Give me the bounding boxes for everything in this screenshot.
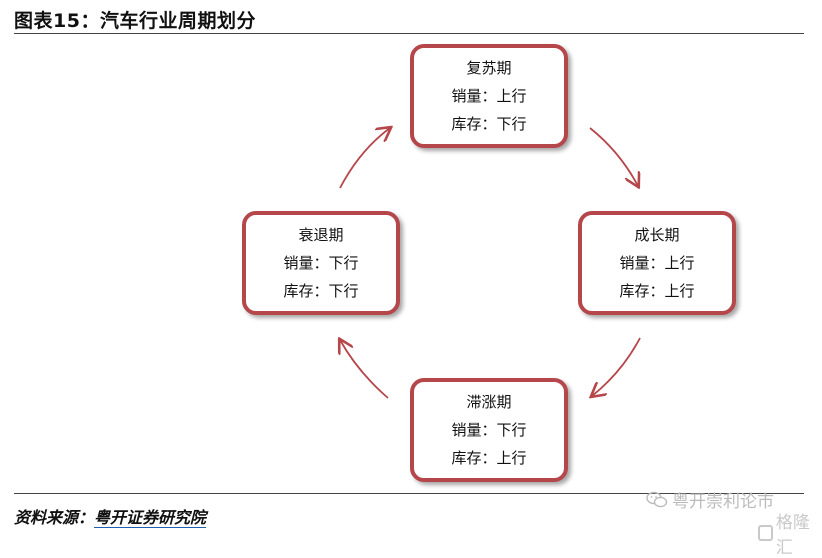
- logo-text: 格隆汇: [775, 513, 810, 558]
- watermark-text: 粤开崇利论市: [672, 492, 774, 512]
- stage-stagflation: 滞涨期 销量：下行 库存：上行: [410, 378, 568, 482]
- arrow-stagflation-to-decline: [340, 340, 389, 399]
- stage-growth: 成长期 销量：上行 库存：上行: [578, 211, 736, 315]
- source-prefix: 资料来源：: [14, 508, 95, 527]
- cycle-arrows: [0, 0, 641, 399]
- source-note: 资料来源：粤开证券研究院: [14, 504, 207, 528]
- stage-name: 复苏期: [466, 59, 512, 77]
- stage-sales: 销量：下行: [283, 254, 359, 272]
- stage-inventory: 库存：上行: [619, 282, 695, 300]
- stage-name: 成长期: [634, 226, 680, 244]
- stage-recovery: 复苏期 销量：上行 库存：下行: [410, 44, 568, 148]
- arrow-decline-to-recovery: [339, 128, 390, 189]
- stage-name: 衰退期: [298, 226, 344, 244]
- stage-inventory: 库存：上行: [451, 449, 527, 467]
- page-title: 图表15：汽车行业周期划分: [14, 10, 256, 32]
- stage-inventory: 库存：下行: [283, 282, 359, 300]
- stage-inventory: 库存：下行: [451, 115, 527, 133]
- source-name[interactable]: 粤开证券研究院: [94, 508, 207, 528]
- wechat-icon: [646, 491, 668, 507]
- arrow-growth-to-stagflation: [592, 337, 641, 396]
- bottom-divider: [14, 493, 804, 494]
- stage-sales: 销量：上行: [451, 87, 527, 105]
- stage-sales: 销量：下行: [451, 421, 527, 439]
- top-divider: [14, 33, 804, 34]
- stage-sales: 销量：上行: [619, 254, 695, 272]
- arrow-recovery-to-growth: [589, 127, 638, 186]
- logo: 格隆汇: [758, 508, 822, 558]
- stage-decline: 衰退期 销量：下行 库存：下行: [242, 211, 400, 315]
- watermark: 粤开崇利论市: [646, 487, 774, 512]
- logo-icon: [758, 525, 773, 541]
- stage-name: 滞涨期: [466, 393, 512, 411]
